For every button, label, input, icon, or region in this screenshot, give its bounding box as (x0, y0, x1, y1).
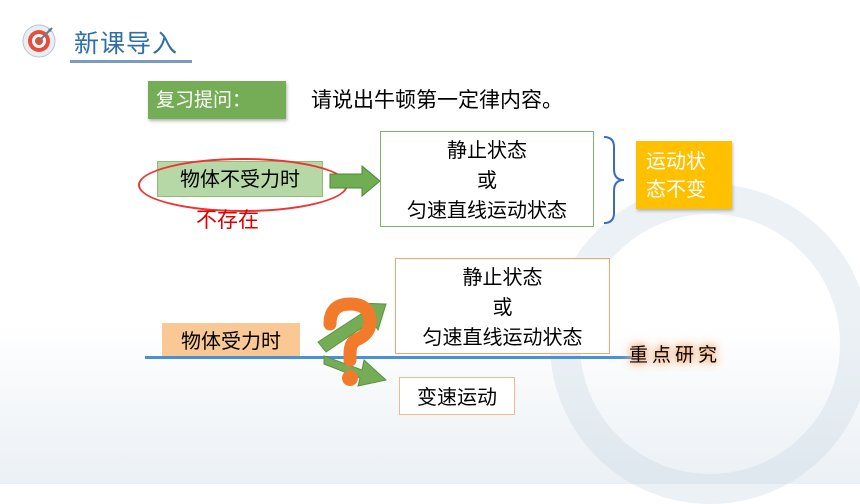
target-icon (22, 24, 56, 58)
state-uniform: 匀速直线运动状态 (407, 198, 567, 222)
state-uniform-2: 匀速直线运动状态 (422, 325, 583, 349)
not-exist-note: 不存在 (196, 208, 259, 232)
review-question: 请说出牛顿第一定律内容。 (311, 88, 563, 112)
state-rest: 静止状态 (447, 138, 527, 162)
state-or: 或 (477, 168, 497, 192)
question-mark-icon (323, 297, 377, 386)
key-point-tag: 重点研究 (629, 344, 722, 366)
state-rest-2: 静止状态 (462, 265, 543, 289)
conclusion-line-2: 态不变 (646, 177, 706, 201)
variable-motion-box: 变速运动 (399, 377, 515, 415)
state-box-bottom: 静止状态 或 匀速直线运动状态 (395, 258, 610, 354)
state-or-2: 或 (492, 295, 513, 319)
review-tag: 复习提问： (148, 81, 286, 119)
with-force-label: 物体受力时 (162, 323, 300, 359)
page-title: 新课导入 (74, 29, 179, 58)
divider-line (145, 356, 633, 359)
conclusion-line-1: 运动状 (646, 149, 706, 173)
right-brace-icon (603, 136, 625, 224)
green-arrow-icon (329, 164, 381, 198)
title-underline (70, 60, 192, 63)
conclusion-box: 运动状 态不变 (636, 141, 732, 209)
state-box-top: 静止状态 或 匀速直线运动状态 (380, 131, 594, 227)
arrow-down-icon (323, 355, 388, 387)
